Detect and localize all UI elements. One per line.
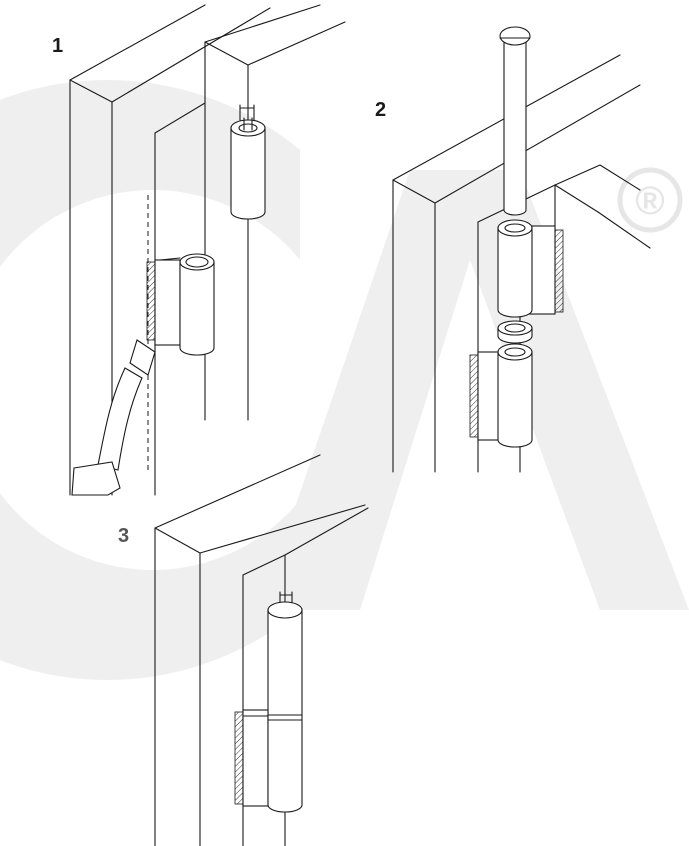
- hinge-upper-part: [230, 104, 266, 220]
- hinge-upper-part: [497, 219, 564, 318]
- step-2-number: 2: [375, 99, 387, 121]
- welding-torch-icon: [71, 339, 156, 496]
- step-2-illustration: [392, 26, 651, 473]
- hinge-lower-part: [146, 253, 215, 356]
- ca-logo-watermark-icon: ®: [0, 80, 689, 680]
- step-3-illustration: [154, 454, 369, 846]
- hinge-pin-icon: [499, 26, 531, 216]
- hinge-assembled: [234, 591, 303, 813]
- step-1-illustration: [69, 4, 346, 496]
- hinge-lower-part: [469, 343, 533, 448]
- bearing-ring-icon: [497, 320, 533, 344]
- registered-mark: ®: [635, 179, 664, 223]
- step-3-number: 3: [118, 525, 130, 547]
- step-1-number: 1: [52, 35, 64, 57]
